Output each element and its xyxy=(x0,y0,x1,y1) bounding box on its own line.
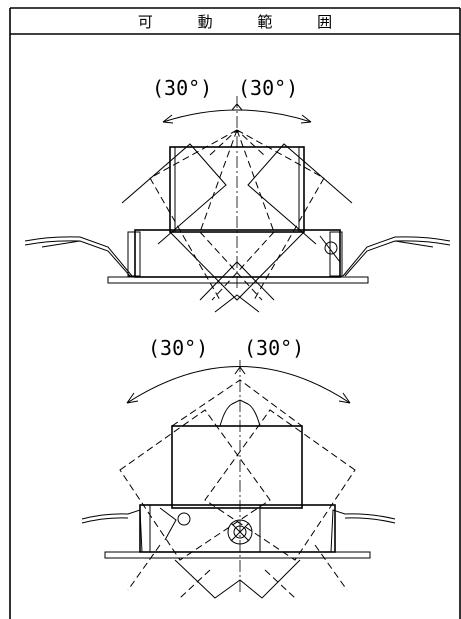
top-view xyxy=(24,96,451,313)
bottom-right-flange xyxy=(330,509,396,553)
top-housing xyxy=(134,229,341,278)
top-tilt-right-beam xyxy=(211,129,325,301)
bottom-right-angle-label: (30°) xyxy=(244,336,305,360)
bottom-housing xyxy=(139,504,336,553)
bottom-lamp-body xyxy=(171,425,303,509)
bottom-tilt-left-beam xyxy=(119,409,271,599)
top-right-flange xyxy=(342,236,451,277)
bottom-screw xyxy=(177,512,191,526)
top-tilt-right-outline xyxy=(247,143,353,245)
bottom-angle-arc xyxy=(126,366,351,404)
bottom-left-angle-label: (30°) xyxy=(148,336,209,360)
drawing-frame xyxy=(9,7,461,619)
top-tilt-left-outline xyxy=(121,143,227,245)
bottom-view xyxy=(81,360,396,599)
bottom-base-plate xyxy=(104,551,371,559)
drawing-title: 可 動 範 囲 xyxy=(137,12,353,31)
bottom-left-flange xyxy=(81,509,143,553)
top-left-flange xyxy=(24,236,133,277)
top-right-angle-label: (30°) xyxy=(238,76,299,100)
bottom-tilt-right-beam xyxy=(204,409,356,599)
top-knob xyxy=(324,241,338,255)
top-lamp-body xyxy=(169,146,305,233)
top-angle-arc xyxy=(162,109,312,123)
bottom-knob xyxy=(227,519,253,545)
top-base-plate xyxy=(107,276,369,284)
top-left-angle-label: (30°) xyxy=(152,76,213,100)
top-tilt-left-beam xyxy=(149,129,263,301)
title-bar: 可 動 範 囲 xyxy=(10,8,460,34)
